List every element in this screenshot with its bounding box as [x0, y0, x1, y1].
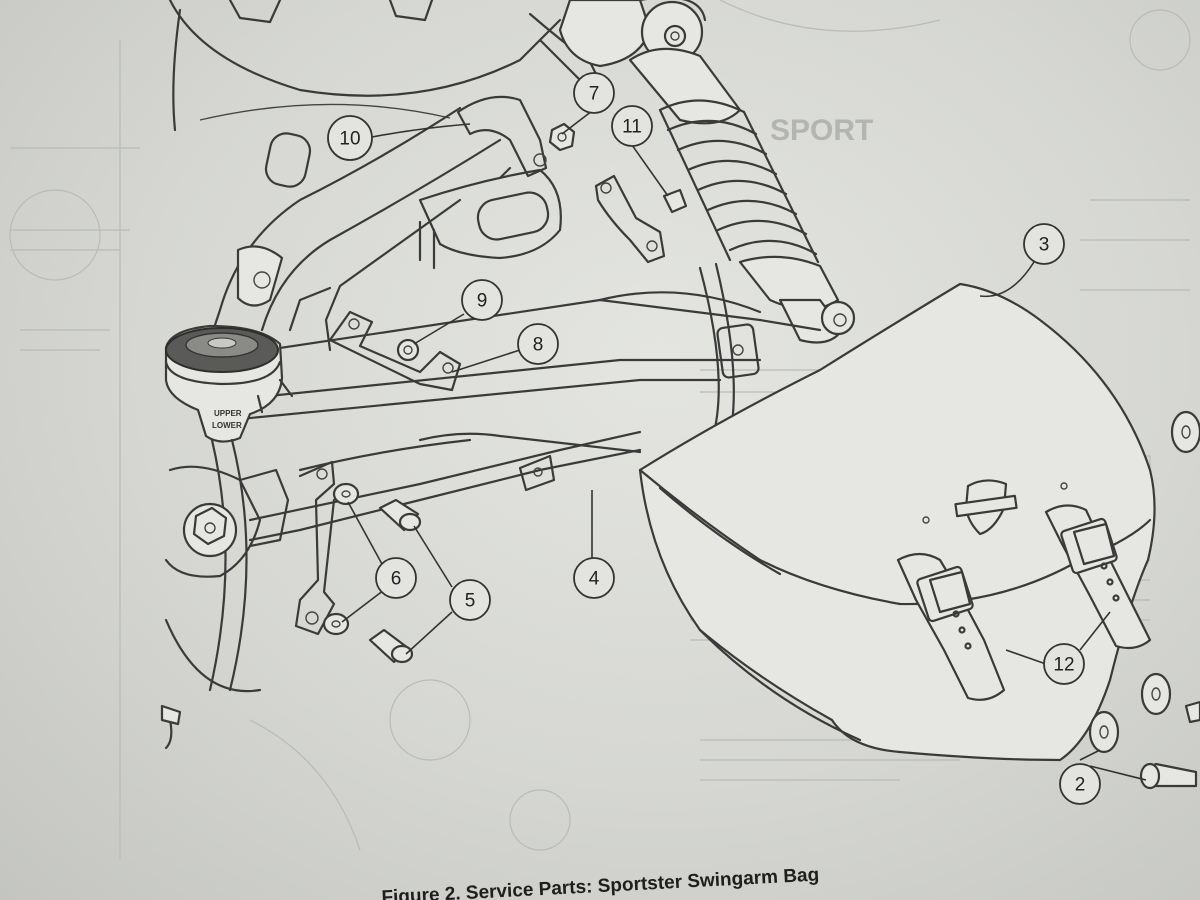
callout-7: 7: [573, 72, 615, 114]
svg-text:6: 6: [391, 569, 402, 590]
bag-mount-bracket-lower: [328, 310, 462, 392]
bolt-icon: [396, 338, 420, 362]
washer: [1170, 410, 1200, 454]
bar-and-shield-emblem-icon: [954, 479, 1018, 536]
swingarm-pivot-area: [288, 168, 562, 352]
bolt-icon: [662, 188, 688, 214]
callout-8: 8: [517, 323, 559, 365]
svg-text:9: 9: [477, 291, 488, 312]
rear-axle-area: [160, 465, 290, 750]
callout-2: 2: [1059, 763, 1101, 805]
reservoir-lower-label: LOWER: [212, 421, 242, 430]
bolt-icon: [1139, 762, 1198, 790]
callout-10: 10: [327, 115, 373, 161]
callout-9: 9: [461, 279, 503, 321]
svg-text:3: 3: [1039, 235, 1050, 256]
rear-shock-absorber: [558, 0, 856, 344]
washer: [332, 482, 360, 506]
bag-mount-bracket-rear: [294, 454, 556, 664]
washer: [1140, 672, 1172, 716]
svg-text:5: 5: [465, 591, 476, 612]
frame-clip-left: [228, 0, 282, 24]
callout-6: 6: [375, 557, 417, 599]
svg-text:2: 2: [1075, 775, 1086, 796]
svg-text:8: 8: [533, 335, 544, 356]
frame-oval-slot: [264, 132, 312, 188]
brake-fluid-reservoir: UPPER LOWER: [164, 324, 294, 692]
washer: [322, 612, 350, 636]
svg-text:12: 12: [1053, 655, 1074, 676]
callout-11: 11: [611, 105, 653, 147]
loose-hardware: [1088, 410, 1200, 790]
figure-caption: Figure 2. Service Parts: Sportster Swing…: [381, 865, 820, 900]
latch-strap-left: [896, 552, 1006, 701]
leader-lines: [341, 110, 1147, 781]
callout-3: 3: [1023, 223, 1065, 265]
frame-clip-right: [388, 0, 434, 22]
tube-clamp: [456, 95, 548, 180]
bag-mount-strap: [594, 174, 735, 466]
svg-text:7: 7: [589, 84, 600, 105]
svg-text:11: 11: [622, 117, 642, 138]
callout-12: 12: [1043, 643, 1085, 685]
swingarm-bag: [638, 282, 1156, 762]
callout-5-upper: 5: [449, 579, 491, 621]
bolt-icon: [1184, 700, 1200, 724]
reservoir-upper-label: UPPER: [214, 409, 242, 418]
svg-text:10: 10: [339, 129, 360, 150]
latch-strap-right: [1044, 504, 1152, 650]
frame-downtube: [208, 106, 502, 342]
frame-rail: [168, 0, 602, 132]
bolt-icon: [378, 498, 422, 532]
svg-text:4: 4: [589, 569, 600, 590]
swingarm: [198, 291, 822, 542]
washer: [1088, 710, 1120, 754]
background-heading: SPORT: [770, 114, 873, 147]
bolt-icon: [368, 628, 414, 664]
callout-4: 4: [573, 557, 615, 599]
